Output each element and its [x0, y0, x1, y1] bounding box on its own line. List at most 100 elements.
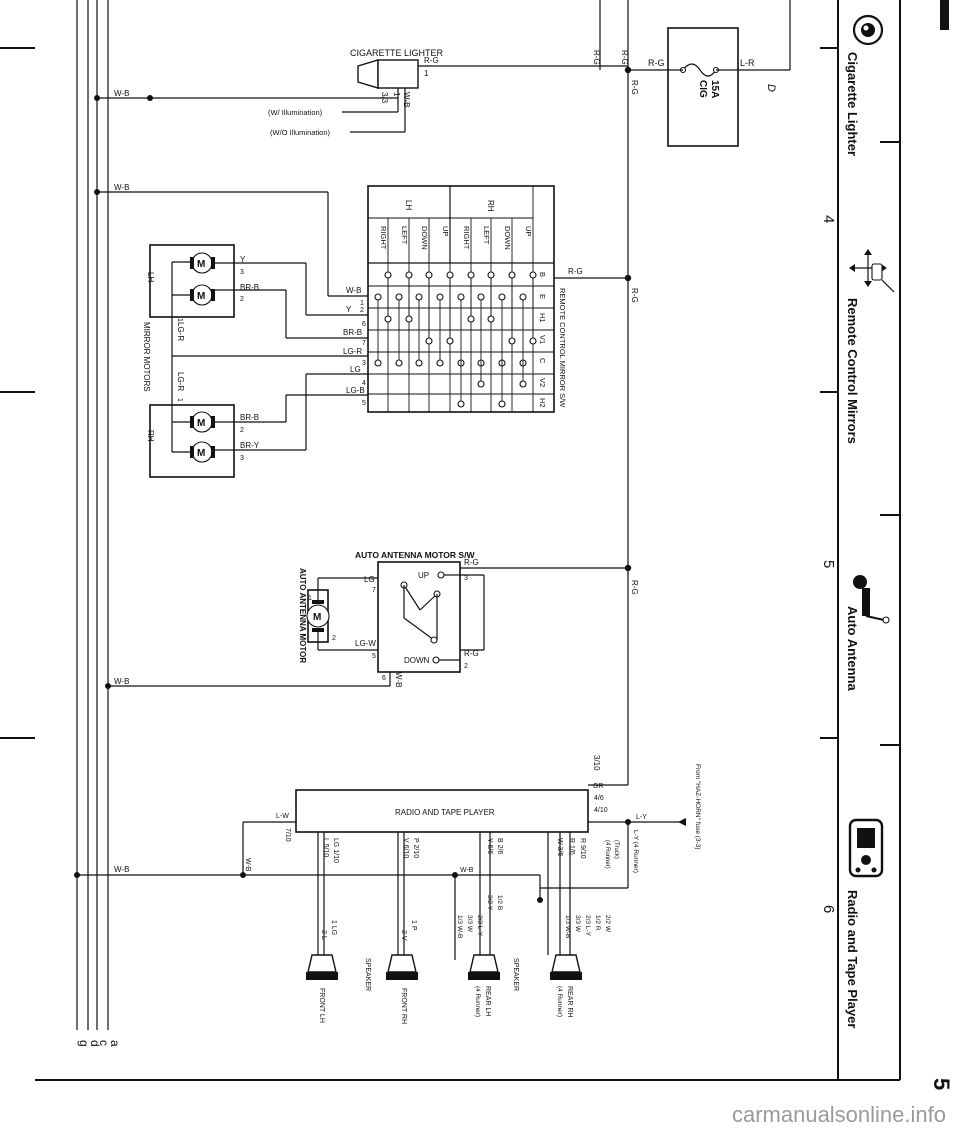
radio-right-pin-a: 4/6 [594, 795, 604, 802]
speaker-rear-rh: 2/2 W 1/2 R 2/3 L-Y 3/3 W 1/3 W-B REAR R… [550, 915, 611, 1018]
antenna-sw-wire-5: W-B [394, 672, 403, 687]
radio-icon [848, 818, 884, 878]
antenna-wb-label: W-B [114, 677, 129, 686]
speaker-front-lh: 1 LG 2 L FRONT LH [306, 920, 338, 1023]
page-frame: 5 4 5 6 [0, 0, 954, 1090]
cigarette-lighter-pin-ground: 1 [392, 92, 401, 97]
ground-bus-g: g [77, 1040, 91, 1047]
rg-label-5: R-G [630, 580, 639, 595]
mirror-lh-pin-3: 1 [176, 318, 183, 322]
column-number-4: 4 [820, 215, 837, 223]
motor-lh-1: M [172, 252, 234, 274]
mirror-switch-row-7: DOWN [503, 226, 512, 250]
speaker-front-rh-pin-2: 2 V [400, 930, 407, 941]
radio-pin-r1: R 1/6 [568, 838, 575, 855]
mirror-rh-wire-2: BR-Y [240, 441, 260, 450]
rg-riser: R-G R-G R-G R-G R-G [592, 0, 639, 785]
antenna-sw-pin-3: 3 [464, 575, 468, 582]
mirror-switch: LH RH RIGHT LEFT DOWN UP RIGHT LEFT DOWN… [367, 185, 628, 413]
fuse-rating: 15A [709, 80, 720, 98]
mirror-pin-3: 6 [362, 321, 366, 328]
mirror-switch-terminal-h1: H1 [538, 313, 547, 323]
mirror-rh-wire-3: LG-R [176, 372, 185, 391]
speaker-front-lh-pin-1: 1 LG [330, 920, 337, 935]
section-title-radio-and-tape-player: Radio and Tape Player [845, 890, 860, 1028]
mirror-switch-group-rh: RH [486, 200, 495, 212]
mirror-switch-row-4: UP [441, 226, 450, 236]
speaker-rear-title: SPEAKER [512, 958, 519, 991]
speaker-rear-lh-pin-1: 1/2 B [496, 895, 503, 910]
mirror-motors-lh: LH [146, 272, 155, 282]
column-number-6: 6 [820, 905, 837, 913]
mirror-wire-6: LG-B [346, 386, 365, 395]
radio-from-note: From "HAZ-HORN" fuse (3-3) [694, 764, 701, 850]
speaker-rear-lh-label: REAR LH [484, 986, 491, 1016]
mirror-lh-pin-2: 2 [240, 296, 244, 303]
auto-antenna-motor: M 1 2 AUTO ANTENNA MOTOR [298, 568, 336, 663]
rg-label-1: R-G [592, 50, 601, 65]
antenna-sw-wire-1: LG [364, 575, 375, 584]
mirror-pin-2: 2 [360, 307, 364, 314]
mirror-switch-row-3: DOWN [420, 226, 429, 250]
mirror-switch-terminal-b: B [538, 272, 547, 277]
mirror-switch-row-1: RIGHT [379, 226, 388, 250]
radio-left-pin: 7/10 [284, 828, 291, 842]
antenna-sw-pin-4: 2 [464, 663, 468, 670]
mirror-lh-wire-3: LG-R [176, 322, 185, 341]
antenna-switch-title: AUTO ANTENNA MOTOR S/W [355, 550, 475, 560]
mirror-switch-terminal-h2: H2 [538, 398, 547, 408]
radio-pin-b: B 2/6 [496, 838, 503, 854]
antenna-sw-wire-2: LG-W [355, 639, 376, 648]
radio-top-pin: 3/10 [592, 755, 601, 771]
motor-symbol: M [197, 448, 205, 459]
radio-right-pin-b: 4/10 [594, 807, 608, 814]
radio-pin-v: V 6/10 [402, 838, 409, 858]
ground-bus-c: c [97, 1040, 111, 1046]
mirror-motors: M M M M [142, 244, 306, 478]
section-title-remote-control-mirrors: Remote Control Mirrors [845, 298, 860, 444]
fuse-ref: D [765, 84, 777, 92]
speaker-front-title: SPEAKER [364, 958, 371, 991]
radio-pin-l: L 5/10 [322, 838, 329, 857]
speaker-rear-lh-pin-4: 3/3 W [466, 915, 473, 933]
radio-left-wire: L-W [276, 813, 289, 820]
mirror-switch-terminal-v2: V2 [538, 378, 547, 387]
mirror-pin-5: 3 [362, 360, 366, 367]
cigarette-lighter-ground-wire: W-B [402, 92, 411, 107]
motor-symbol: M [197, 259, 205, 270]
mirror-switch-terminal-c: C [538, 358, 547, 364]
mirror-wire-2: Y [346, 305, 352, 314]
mirror-pin-7: 5 [362, 400, 366, 407]
cigarette-lighter-icon [852, 14, 884, 46]
page-number: 5 [929, 1078, 954, 1090]
fuse-in-wire: R-G [648, 58, 665, 68]
mirror-switch-wire-in: R-G [568, 267, 583, 276]
cigarette-lighter: CIGARETTE LIGHTER R-G 1 W-B 3/3 1 W-B (W… [94, 48, 628, 137]
speaker-rear-rh-pin-5: 1/3 W-B [564, 915, 571, 938]
motor-symbol: M [313, 612, 321, 623]
speaker-front-lh-label: FRONT LH [318, 988, 325, 1023]
rg-label-3: R-G [630, 80, 639, 95]
mirror-wire-4: LG-R [343, 347, 362, 356]
antenna-sw-pin-2: 5 [372, 653, 376, 660]
cigarette-lighter-wire-in: R-G [424, 56, 439, 65]
motor-rh-1: M [172, 411, 286, 433]
fuse-cig: 15A CIG L-R D R-G [628, 0, 791, 147]
mirror-switch-row-5: RIGHT [462, 226, 471, 250]
antenna-icon [853, 575, 890, 624]
section-title-auto-antenna: Auto Antenna [845, 606, 860, 691]
mirror-switch-row-8: UP [524, 226, 533, 236]
speaker-front-rh-label: FRONT RH [400, 988, 407, 1024]
radio-top-wire: GR [593, 783, 604, 790]
motor-symbol: M [197, 418, 205, 429]
cigarette-lighter-pin-in: 1 [424, 69, 429, 78]
motor-symbol: M [197, 291, 205, 302]
radio-tape-player: RADIO AND TAPE PLAYER 3/10 GR 4/6 4/10 L… [74, 755, 701, 960]
radio-pin-r9: R 9/10 [579, 838, 586, 859]
mirror-switch-row-2: LEFT [400, 226, 409, 245]
motor-rh-2: M [172, 441, 306, 463]
radio-title: RADIO AND TAPE PLAYER [395, 808, 495, 817]
mirror-wire-5: LG [350, 365, 361, 374]
antenna-motor-pin2: 2 [332, 635, 336, 642]
